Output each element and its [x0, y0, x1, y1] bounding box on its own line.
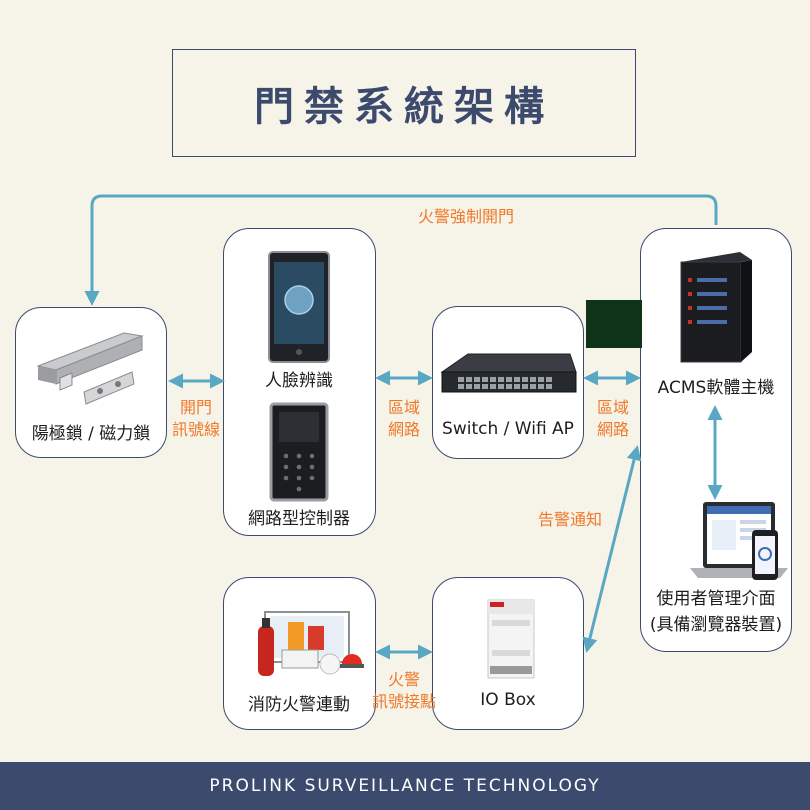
network-label-right: 區域 網路 — [597, 397, 629, 441]
acms-label: ACMS軟體主機 — [657, 378, 775, 398]
fire-signal-label: 火警 訊號接點 — [372, 669, 436, 713]
user-label-line1: 使用者管理介面 — [656, 589, 776, 609]
network-switch-icon — [440, 353, 577, 393]
footer-bar: PROLINK SURVEILLANCE TECHNOLOGY — [0, 762, 810, 810]
network-label-left: 區域 網路 — [388, 397, 420, 441]
switch-label: Switch / Wifi AP — [442, 419, 574, 439]
network-left-1: 區域 — [387, 398, 421, 417]
io-box-icon — [487, 599, 535, 679]
user-label-line2: (具備瀏覽器裝置) — [649, 615, 783, 635]
network-right-1: 區域 — [596, 398, 630, 417]
iobox-label: IO Box — [480, 690, 536, 710]
fire-signal-1: 火警 — [387, 670, 421, 689]
signal-line-2: 訊號線 — [171, 420, 221, 439]
lock-icon — [36, 332, 144, 405]
user-interface-label: 使用者管理介面 (具備瀏覽器裝置) — [650, 586, 782, 638]
alarm-label: 告警通知 — [537, 510, 603, 529]
dark-square — [586, 300, 642, 348]
server-rack-icon — [680, 252, 752, 363]
fire-open-label: 火警強制開門 — [417, 207, 515, 226]
controller-label: 網路型控制器 — [248, 509, 350, 529]
page-title: 門禁系統架構 — [254, 83, 554, 130]
signal-line-label: 開門 訊號線 — [172, 397, 220, 441]
fire-label: 消防火警連動 — [248, 695, 350, 715]
fire-signal-2: 訊號接點 — [371, 692, 437, 711]
fire-open-connector — [84, 194, 718, 306]
keypad-controller-icon — [269, 402, 329, 502]
face-terminal-icon — [268, 251, 330, 363]
footer-text: PROLINK SURVEILLANCE TECHNOLOGY — [209, 776, 601, 796]
face-label: 人臉辨識 — [265, 371, 333, 391]
laptop-phone-icon — [690, 502, 788, 580]
lock-label: 陽極鎖 / 磁力鎖 — [31, 424, 151, 444]
fire-alarm-icon — [258, 611, 364, 676]
title-box: 門禁系統架構 — [172, 49, 636, 157]
signal-line-1: 開門 — [179, 398, 213, 417]
lock-card — [15, 307, 167, 458]
network-right-2: 網路 — [596, 420, 630, 439]
network-left-2: 網路 — [387, 420, 421, 439]
alarm-connector — [582, 445, 642, 653]
